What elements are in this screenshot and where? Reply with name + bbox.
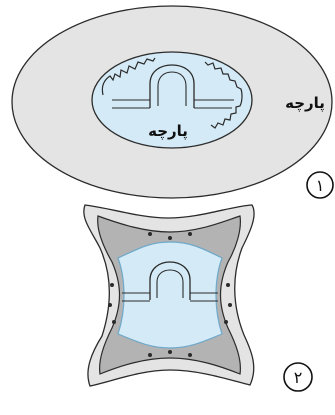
dot [168, 350, 172, 354]
dot [108, 303, 112, 307]
inner-fabric-label: پارچه [148, 122, 188, 141]
figure-1: پارچه پارچه ۱ [12, 6, 333, 198]
dot [228, 303, 232, 307]
dot [188, 232, 192, 236]
dot [168, 236, 172, 240]
dot [110, 283, 114, 287]
dot [148, 353, 152, 357]
dot [224, 320, 228, 324]
figure-1-number-badge: ۱ [307, 172, 333, 198]
figure-2: ۲ [84, 205, 312, 391]
blue-center [118, 242, 222, 348]
outer-fabric-label: پارچه [285, 94, 325, 113]
figure-1-number: ۱ [316, 176, 325, 195]
dot [112, 320, 116, 324]
dot [188, 353, 192, 357]
dot [226, 283, 230, 287]
dot [148, 232, 152, 236]
figure-2-number: ۲ [294, 368, 303, 387]
figure-2-number-badge: ۲ [284, 363, 312, 391]
